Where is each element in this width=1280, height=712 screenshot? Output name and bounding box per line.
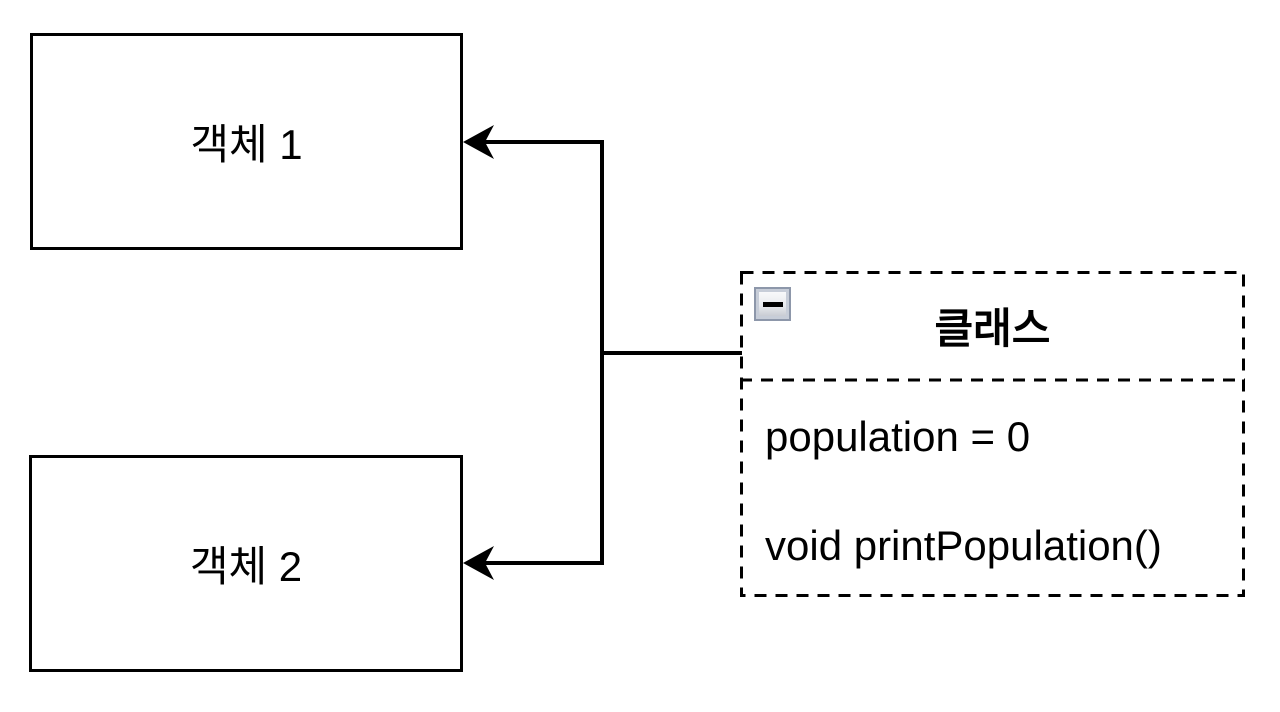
connector-branch-line (480, 140, 604, 565)
object2-box: 객체 2 (29, 455, 463, 672)
class-method: void printPopulation() (765, 522, 1162, 569)
object2-label: 객체 2 (189, 543, 303, 590)
class-box-dashed-border (740, 271, 1245, 597)
arrowhead-to-object1-icon (463, 125, 494, 159)
class-box: 클래스 population = 0 void printPopulation(… (740, 271, 1245, 597)
object1-label: 객체 1 (190, 121, 303, 168)
class-box-outline (740, 271, 1245, 597)
class-field: population = 0 (765, 413, 1031, 460)
object1-box: 객체 1 (30, 33, 463, 250)
arrowhead-to-object2-icon (463, 546, 494, 580)
class-title-row: 클래스 (740, 271, 1245, 380)
collapse-button[interactable] (754, 287, 791, 321)
class-title: 클래스 (934, 305, 1051, 352)
minus-icon (762, 301, 783, 307)
